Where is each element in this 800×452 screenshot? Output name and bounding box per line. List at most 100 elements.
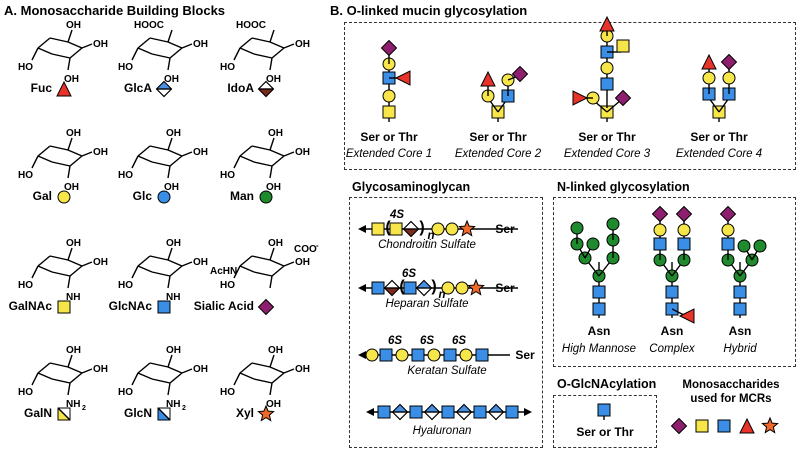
bracket-open: (: [385, 219, 391, 236]
bond-line: [67, 29, 73, 43]
bond-line: [271, 47, 285, 59]
triangle-symbol: [599, 15, 615, 32]
oglcnac-title: O-GlcNAcylation: [557, 377, 657, 391]
oglcnac-box: [553, 395, 657, 448]
bond-line: [131, 47, 139, 61]
diamond-symbol: [257, 298, 275, 316]
oh-label: OH: [266, 182, 281, 193]
bond-line: [31, 155, 39, 169]
bond-line: [67, 149, 83, 157]
square-symbol: [409, 405, 423, 419]
square-symbol: [473, 405, 487, 419]
triangle-symbol: [678, 308, 695, 324]
bond-line: [131, 372, 139, 386]
bond-line: [169, 372, 183, 384]
bond-line: [49, 362, 69, 368]
mono-name-glcnac: GlcNAc: [108, 299, 152, 313]
circle-symbol: [431, 222, 445, 236]
diamond-symbol: [720, 53, 738, 71]
nh2-label: NH: [166, 399, 180, 410]
mcr-title: Monosaccharides used for MCRs: [667, 378, 795, 406]
square-symbol: [382, 105, 396, 119]
bond-line: [271, 372, 285, 384]
panel-b-title: B. O-linked mucin glycosylation: [330, 3, 528, 18]
arrow-head: [358, 351, 366, 359]
diamond-outline: [383, 279, 401, 297]
mono-name-glc: Glc: [132, 189, 152, 203]
bond-line: [31, 372, 39, 386]
bond-line: [239, 145, 253, 157]
bond-line: [51, 271, 71, 277]
square-outline: [57, 407, 71, 421]
ho-label: HO: [220, 387, 235, 398]
bond-line: [49, 145, 69, 151]
bond-line: [167, 57, 171, 71]
square-symbol: [653, 237, 667, 251]
oh-label: OH: [66, 20, 81, 31]
oh-label: OH: [166, 238, 181, 249]
bond-line: [67, 354, 73, 368]
circle-symbol: [445, 222, 459, 236]
circle-symbol: [606, 217, 620, 231]
bond-line: [37, 37, 51, 49]
square-symbol: [721, 237, 735, 251]
circle-symbol: [753, 239, 767, 253]
circle-symbol: [427, 348, 441, 362]
triangle-symbol: [56, 80, 72, 97]
bond-line: [137, 47, 153, 55]
bond-line: [167, 366, 183, 374]
bond-line: [31, 47, 39, 61]
bond-line: [67, 247, 73, 261]
bond-line: [67, 382, 71, 396]
ho-label: HO: [18, 387, 33, 398]
bond-line: [37, 372, 53, 380]
bond-line: [269, 165, 273, 179]
bond-line: [167, 382, 171, 396]
oh-label: OH: [164, 182, 179, 193]
bond-line: [157, 407, 171, 421]
circle-symbol: [382, 89, 396, 103]
bond-line: [67, 366, 83, 374]
asn-label: Asn: [587, 324, 611, 338]
oh-label: OH: [193, 257, 208, 268]
bond-line: [269, 57, 273, 71]
circle-symbol: [653, 223, 667, 237]
bond-line: [239, 47, 255, 55]
bond-line: [169, 47, 183, 59]
bond-line: [251, 37, 271, 43]
mono-name-fuc: Fuc: [30, 81, 52, 95]
circle-symbol: [600, 61, 614, 75]
bond-line: [253, 161, 273, 167]
diamond-outline: [257, 80, 275, 98]
bond-line: [151, 161, 171, 167]
ho-label: HO: [18, 280, 33, 291]
square-symbol: [592, 302, 606, 316]
triangle-symbol: [480, 70, 496, 87]
bond-line: [269, 29, 275, 43]
star-symbol: [761, 416, 779, 434]
mucin-core-label: Extended Core 3: [563, 148, 651, 160]
arrow-head: [358, 225, 366, 233]
oh-label: OH: [93, 257, 108, 268]
bond-line: [169, 265, 183, 277]
oglcnac-residue: Ser or Thr: [576, 425, 634, 439]
bond-line: [269, 382, 273, 396]
square-symbol: [441, 405, 455, 419]
star-symbol: [467, 278, 485, 296]
mono-name-gal: Gal: [32, 189, 52, 203]
nlinked-type: High Mannose: [561, 343, 637, 355]
bond-line: [239, 155, 255, 163]
diamond-outline: [423, 403, 441, 421]
bond-line: [81, 43, 93, 49]
bond-line: [151, 378, 171, 384]
bond-line: [167, 165, 171, 179]
bond-line: [69, 265, 83, 277]
oh-label: OH: [295, 257, 310, 268]
oh-label: OH: [93, 147, 108, 158]
square-symbol: [57, 300, 71, 314]
bond-line: [151, 53, 171, 59]
bond-line: [269, 41, 285, 49]
bond-line: [149, 362, 169, 368]
circle-symbol: [570, 221, 584, 235]
diamond-half: [488, 404, 504, 412]
